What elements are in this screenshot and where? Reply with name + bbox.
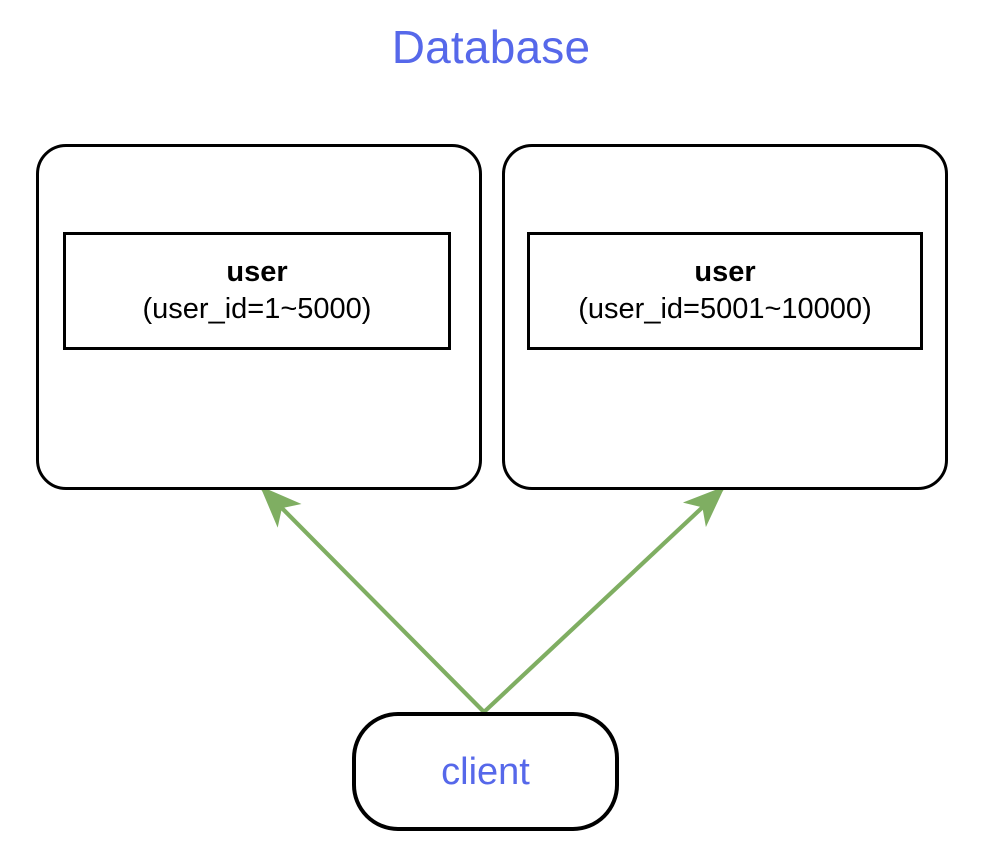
- page-title: Database: [391, 21, 591, 73]
- table-name-0: user: [226, 256, 288, 288]
- table-name-1: user: [694, 256, 756, 288]
- client-label: client: [441, 750, 530, 793]
- table-box-0[interactable]: user (user_id=1~5000): [63, 232, 451, 350]
- shard-container-1[interactable]: user (user_id=5001~10000): [502, 144, 948, 490]
- client-node[interactable]: client: [352, 712, 619, 831]
- table-range-1: (user_id=5001~10000): [578, 293, 872, 325]
- shard-container-0[interactable]: user (user_id=1~5000): [36, 144, 482, 490]
- table-box-1[interactable]: user (user_id=5001~10000): [527, 232, 923, 350]
- connector-client-to-shard-1: [482, 486, 726, 714]
- connector-client-to-shard-0: [260, 486, 486, 714]
- table-range-0: (user_id=1~5000): [142, 293, 372, 325]
